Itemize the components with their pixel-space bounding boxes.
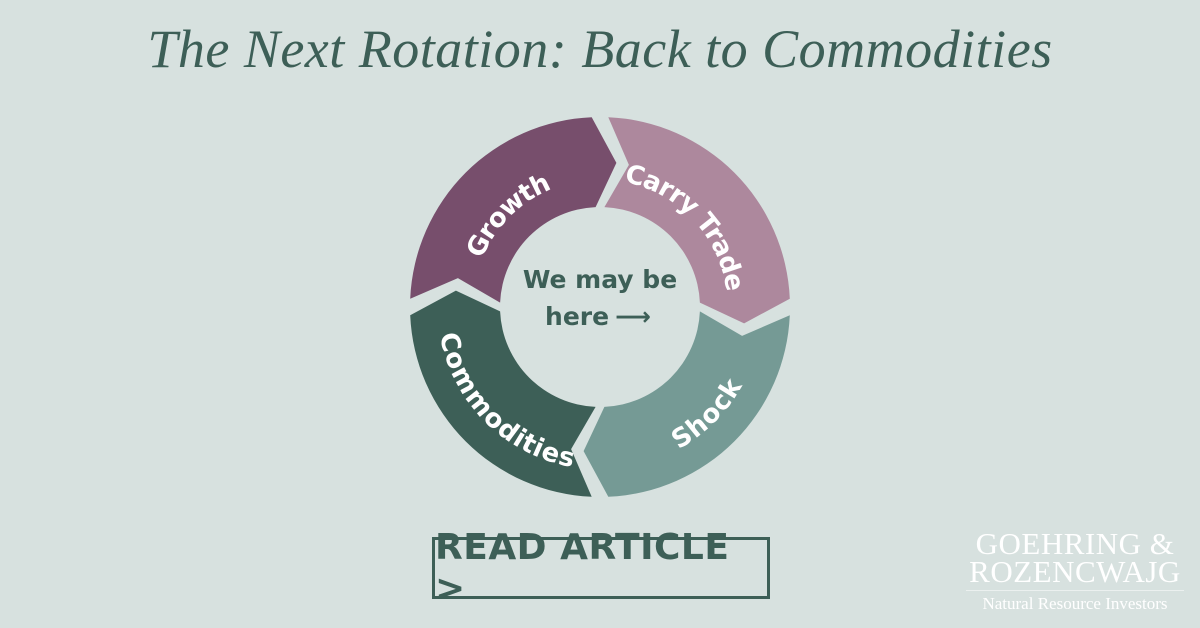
read-article-button[interactable]: READ ARTICLE > xyxy=(432,527,770,609)
segment-growth xyxy=(410,117,617,303)
center-text-line1: We may be xyxy=(523,265,677,294)
center-text-line2: here⟶ xyxy=(545,302,651,331)
logo-line2: ROZENCWAJG xyxy=(969,554,1181,589)
segment-commodities xyxy=(410,290,596,497)
here-text: here xyxy=(545,302,609,331)
segment-shock xyxy=(583,311,790,497)
logo-tagline: Natural Resource Investors xyxy=(982,594,1168,613)
company-logo: GOEHRING & ROZENCWAJG Natural Resource I… xyxy=(960,526,1190,614)
segment-carry-trade xyxy=(604,117,790,324)
logo-line1: GOEHRING & xyxy=(975,526,1175,561)
arrow-right-icon: ⟶ xyxy=(615,302,651,331)
logo-divider xyxy=(966,590,1184,591)
page-title: The Next Rotation: Back to Commodities xyxy=(147,19,1053,79)
